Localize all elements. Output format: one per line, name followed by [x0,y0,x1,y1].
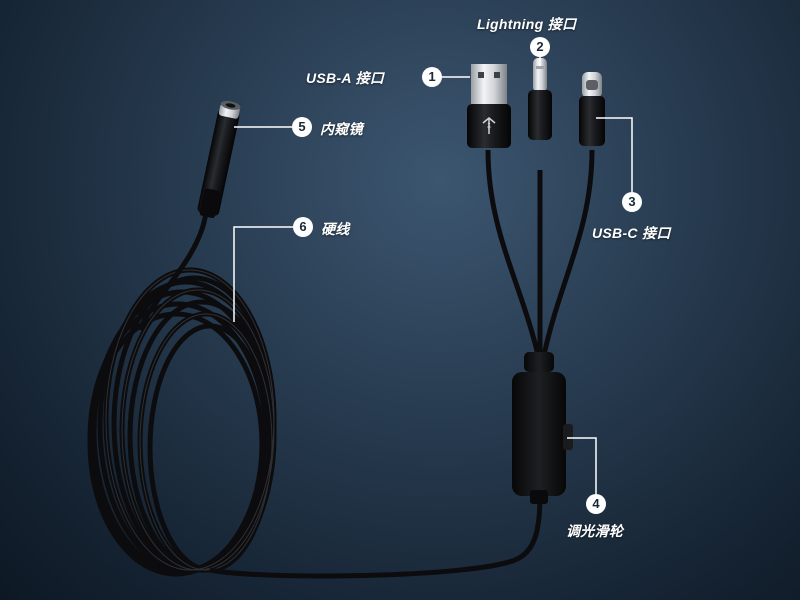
callout-usb-a: USB-A 接口 [306,68,384,88]
callout-usb-a-label: USB-A 接口 [306,70,385,86]
usb-c-connector [579,72,605,146]
callout-endoscope-label: 内窥镜 [320,121,363,137]
callout-usb-c: USB-C 接口 [592,223,671,243]
callout-hard-wire: 硬线 [321,219,350,239]
callout-dimmer-wheel: 调光滑轮 [566,521,623,541]
callout-lines [233,57,633,494]
callout-hard-wire-label: 硬线 [321,221,350,237]
callout-lightning-label: Lightning 接口 [477,16,577,32]
callout-lightning: Lightning 接口 [477,14,576,34]
usb-a-connector: ⭻ [467,64,511,148]
callout-badge-3: 3 [622,192,642,212]
callout-badge-6: 6 [293,217,313,237]
callout-usb-c-label: USB-C 接口 [592,225,671,241]
coil-to-box-cable [209,494,543,579]
callout-dimmer-wheel-label: 调光滑轮 [566,523,624,539]
control-box [512,372,573,504]
callout-endoscope: 内窥镜 [320,119,363,139]
cable-splitter [524,352,554,372]
endoscope-cable [137,211,209,331]
branch-cables [485,149,595,356]
endoscope-probe [197,101,241,219]
lightning-connector [528,58,552,140]
callout-badge-2: 2 [530,37,550,57]
callout-badge-4: 4 [586,494,606,514]
callout-badge-5: 5 [292,117,312,137]
callout-badge-1: 1 [422,67,442,87]
coiled-cable [87,267,277,577]
